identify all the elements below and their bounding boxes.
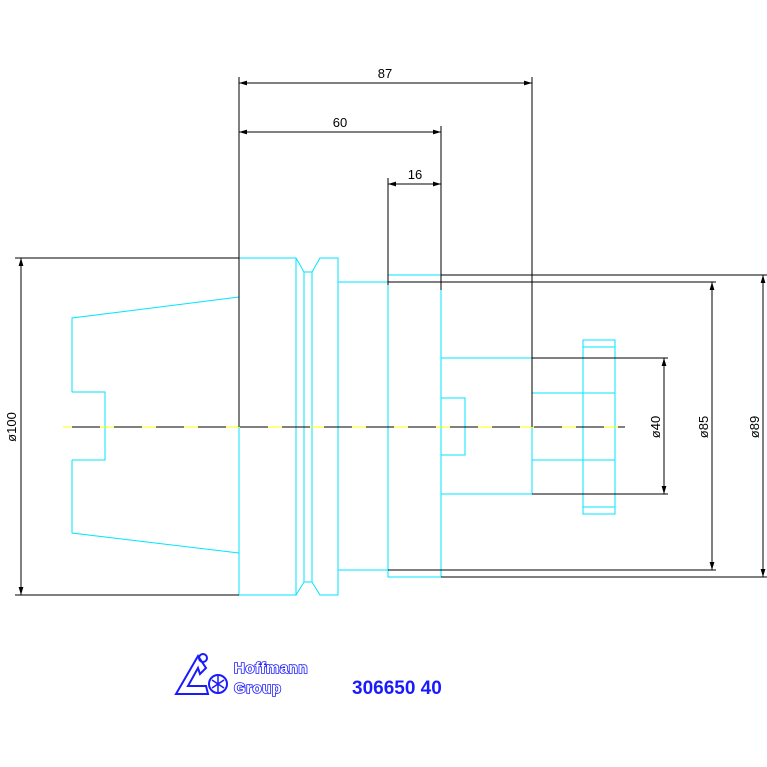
- dimension-16: 16: [387, 167, 441, 285]
- logo-mark-icon: [174, 653, 228, 695]
- hoffmann-group-logo: Hoffmann Group: [174, 653, 308, 698]
- clamp-nut: [532, 339, 616, 515]
- dimension-dia89: ø89: [441, 274, 767, 578]
- dimension-16-label: 16: [408, 167, 422, 182]
- main-body: [387, 274, 442, 578]
- dimension-dia89-label: ø89: [747, 416, 762, 438]
- part-number: 306650 40: [352, 678, 442, 699]
- dimension-dia85: ø85: [388, 281, 716, 571]
- dimension-60: 60: [239, 115, 442, 290]
- nose: [441, 357, 533, 495]
- dimension-dia85-label: ø85: [696, 416, 711, 438]
- drive-slot-left: [72, 391, 106, 461]
- taper-outline: [71, 296, 240, 554]
- dimension-dia100-label: ø100: [4, 412, 19, 442]
- dimension-60-label: 60: [333, 115, 347, 130]
- dimension-dia40-label: ø40: [648, 416, 663, 438]
- logo-line2: Group: [234, 680, 282, 697]
- dimension-87-label: 87: [378, 66, 392, 81]
- collar: [338, 281, 389, 571]
- dimension-87: 87: [238, 66, 533, 427]
- dimension-dia100: ø100: [4, 257, 239, 596]
- logo-line1: Hoffmann: [234, 660, 308, 677]
- dimension-dia40: ø40: [532, 357, 668, 495]
